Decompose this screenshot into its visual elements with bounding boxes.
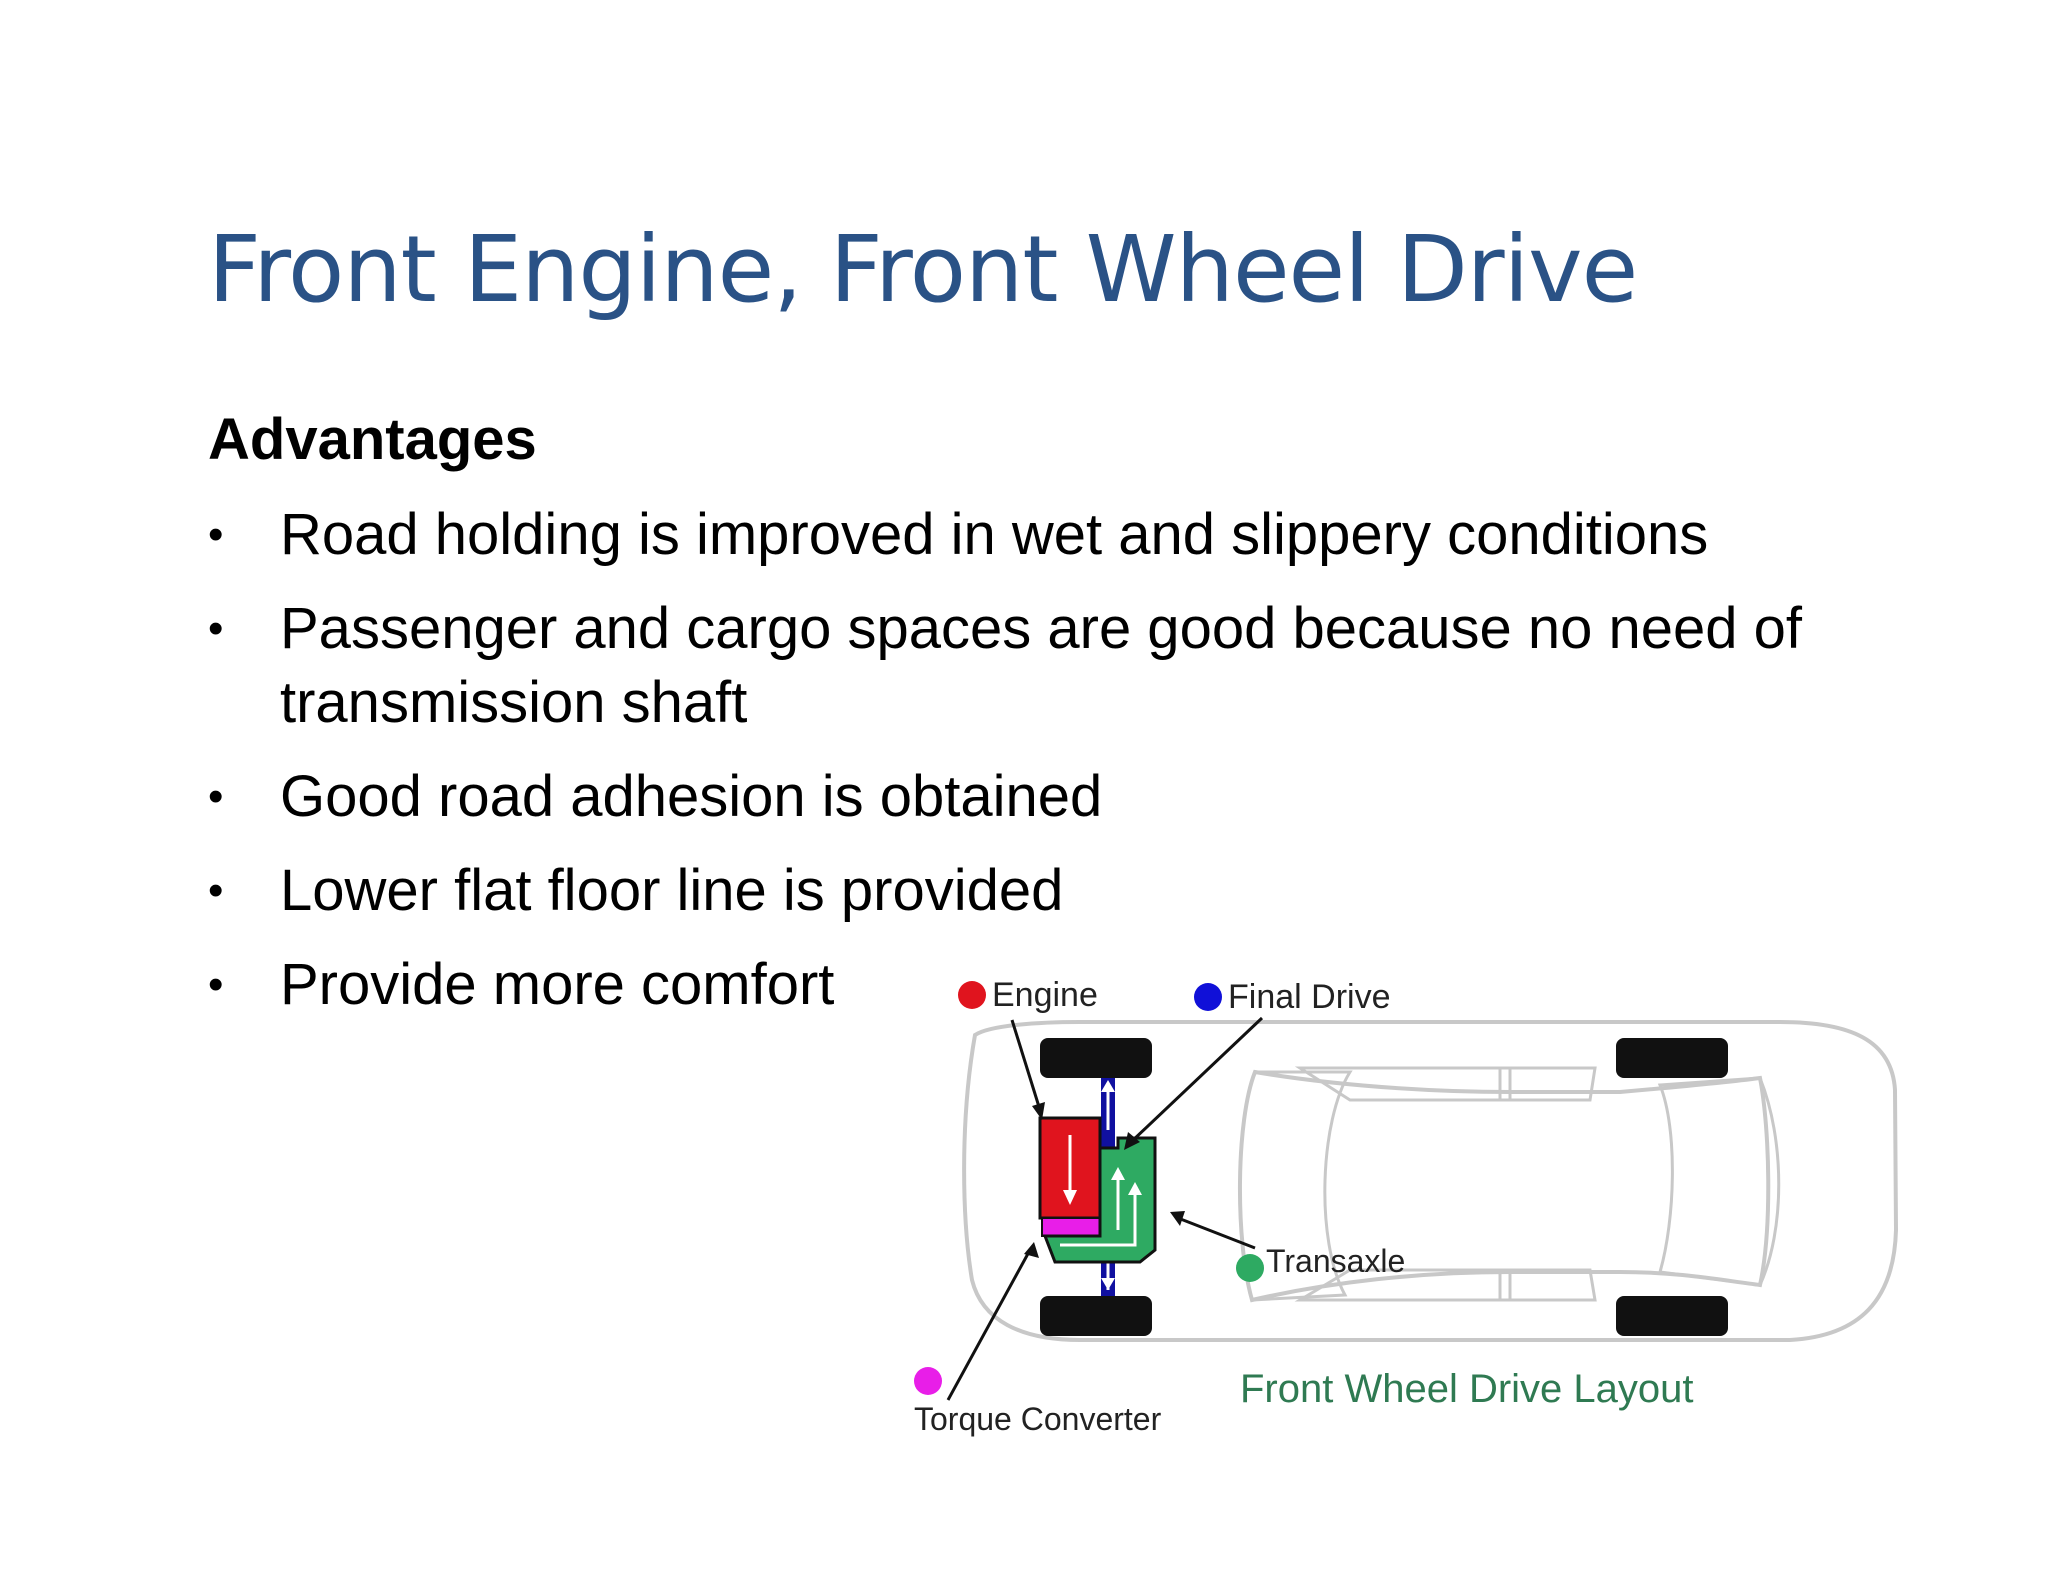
side-window-bottom <box>1294 1268 1597 1302</box>
list-item: • Lower flat floor line is provided <box>208 854 1858 928</box>
bullet-icon: • <box>208 510 224 559</box>
side-window-top <box>1294 1066 1597 1102</box>
front-right-wheel <box>1040 1296 1152 1336</box>
car-body-outline <box>962 1020 1899 1342</box>
torque-converter-label: Torque Converter <box>914 1401 1162 1437</box>
torque-converter-dot <box>914 1367 942 1395</box>
transaxle-dot <box>1236 1254 1264 1282</box>
list-item: • Provide more comfort <box>208 948 1858 1022</box>
list-item-text: Passenger and cargo spaces are good beca… <box>280 596 1802 735</box>
rear-left-wheel <box>1616 1038 1728 1078</box>
advantages-list: • Road holding is improved in wet and sli… <box>208 498 1858 1042</box>
transaxle-label: Transaxle <box>1266 1243 1405 1279</box>
slide-title: Front Engine, Front Wheel Drive <box>208 216 1638 323</box>
diagram-caption: Front Wheel Drive Layout <box>1240 1367 1694 1411</box>
front-wheel-drive-diagram: Engine Final Drive Transaxle Torque Conv… <box>914 976 1899 1437</box>
engine-dot <box>958 981 986 1009</box>
list-item-text: Lower flat floor line is provided <box>280 858 1064 923</box>
list-item: • Road holding is improved in wet and sli… <box>208 498 1858 572</box>
rear-window-outline <box>1657 1076 1781 1287</box>
list-item: • Passenger and cargo spaces are good bec… <box>208 592 1858 740</box>
rear-right-wheel <box>1616 1296 1728 1336</box>
bullet-icon: • <box>208 772 224 821</box>
engine-label: Engine <box>992 976 1098 1014</box>
bullet-icon: • <box>208 866 224 915</box>
bullet-icon: • <box>208 604 224 653</box>
final-drive-dot <box>1194 983 1222 1011</box>
torque-converter-block <box>1041 1217 1101 1237</box>
leader-arrows <box>946 1016 1264 1401</box>
advantages-heading: Advantages <box>208 407 537 472</box>
transaxle-block <box>1042 1136 1157 1264</box>
list-item-text: Provide more comfort <box>280 952 835 1017</box>
list-item: • Good road adhesion is obtained <box>208 760 1858 834</box>
list-item-text: Road holding is improved in wet and slip… <box>280 502 1709 567</box>
final-drive-label: Final Drive <box>1228 978 1390 1016</box>
bullet-icon: • <box>208 960 224 1009</box>
windshield-outline <box>1251 1070 1353 1302</box>
front-left-wheel <box>1040 1038 1152 1078</box>
list-item-text: Good road adhesion is obtained <box>280 764 1103 829</box>
